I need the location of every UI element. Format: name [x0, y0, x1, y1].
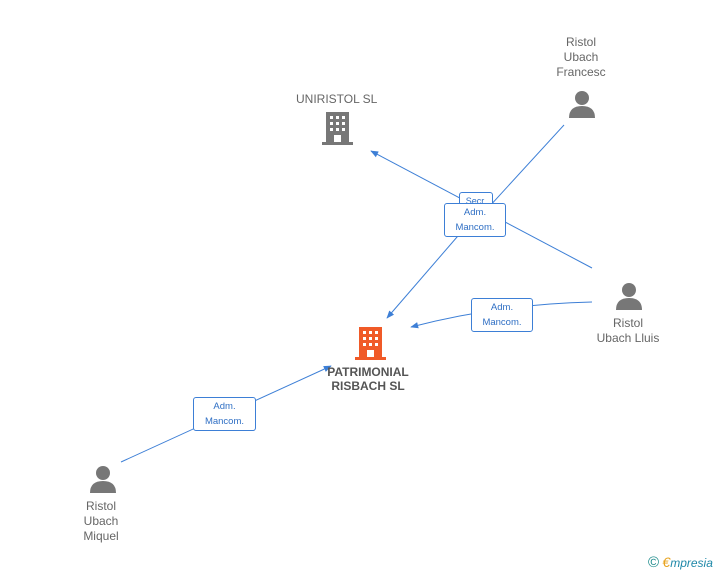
person-icon-miquel[interactable] [90, 466, 116, 493]
empresia-logo[interactable]: © €mpresia [648, 554, 713, 571]
node-label-patrimonial[interactable]: PATRIMONIAL RISBACH SL [318, 365, 418, 393]
node-label-line: PATRIMONIAL [327, 365, 409, 379]
edge-label-miquel-adm[interactable]: Adm. Mancom. [193, 397, 256, 431]
brand-name: mpresia [670, 556, 713, 570]
person-icon-francesc[interactable] [569, 91, 595, 118]
building-main-icon[interactable] [355, 327, 386, 360]
person-icon-lluis[interactable] [616, 283, 642, 310]
edge-label-line: Mancom. [482, 317, 522, 328]
edge-label-lluis-adm[interactable]: Adm. Mancom. [471, 298, 533, 332]
node-label-line: Ubach [563, 50, 599, 64]
edge-label-line: Adm. [490, 302, 514, 313]
node-label-uniristol[interactable]: UNIRISTOL SL [296, 92, 378, 106]
node-label-line: Ristol [612, 316, 643, 330]
edge-label-line: Secr. [465, 196, 487, 206]
node-label-line: Francesc [556, 65, 606, 79]
edge-francesc-to-patrimonial [386, 221, 471, 319]
node-label-line: RISBACH SL [331, 379, 405, 393]
edge-label-line: Adm. [463, 207, 487, 218]
edge-label-line: Adm. [213, 401, 236, 412]
edge-label-francesc-adm[interactable]: Adm. Mancom. [444, 203, 506, 237]
node-label-lluis[interactable]: Ristol Ubach Lluis [588, 316, 668, 346]
brand-initial: € [662, 554, 671, 570]
node-label-line: Ubach [83, 514, 119, 528]
building-icon[interactable] [322, 112, 353, 145]
node-label-miquel[interactable]: Ristol Ubach Miquel [70, 499, 132, 544]
node-label-line: Ristol [85, 499, 116, 513]
node-label-line: Ubach Lluis [596, 331, 660, 345]
edge-label-line: Mancom. [204, 416, 245, 427]
node-label-line: Miquel [83, 529, 119, 543]
node-label-francesc[interactable]: Ristol Ubach Francesc [546, 35, 616, 80]
edge-label-line: Mancom. [455, 222, 495, 233]
node-label-line: Ristol [565, 35, 596, 49]
copyright-symbol: © [648, 554, 660, 571]
